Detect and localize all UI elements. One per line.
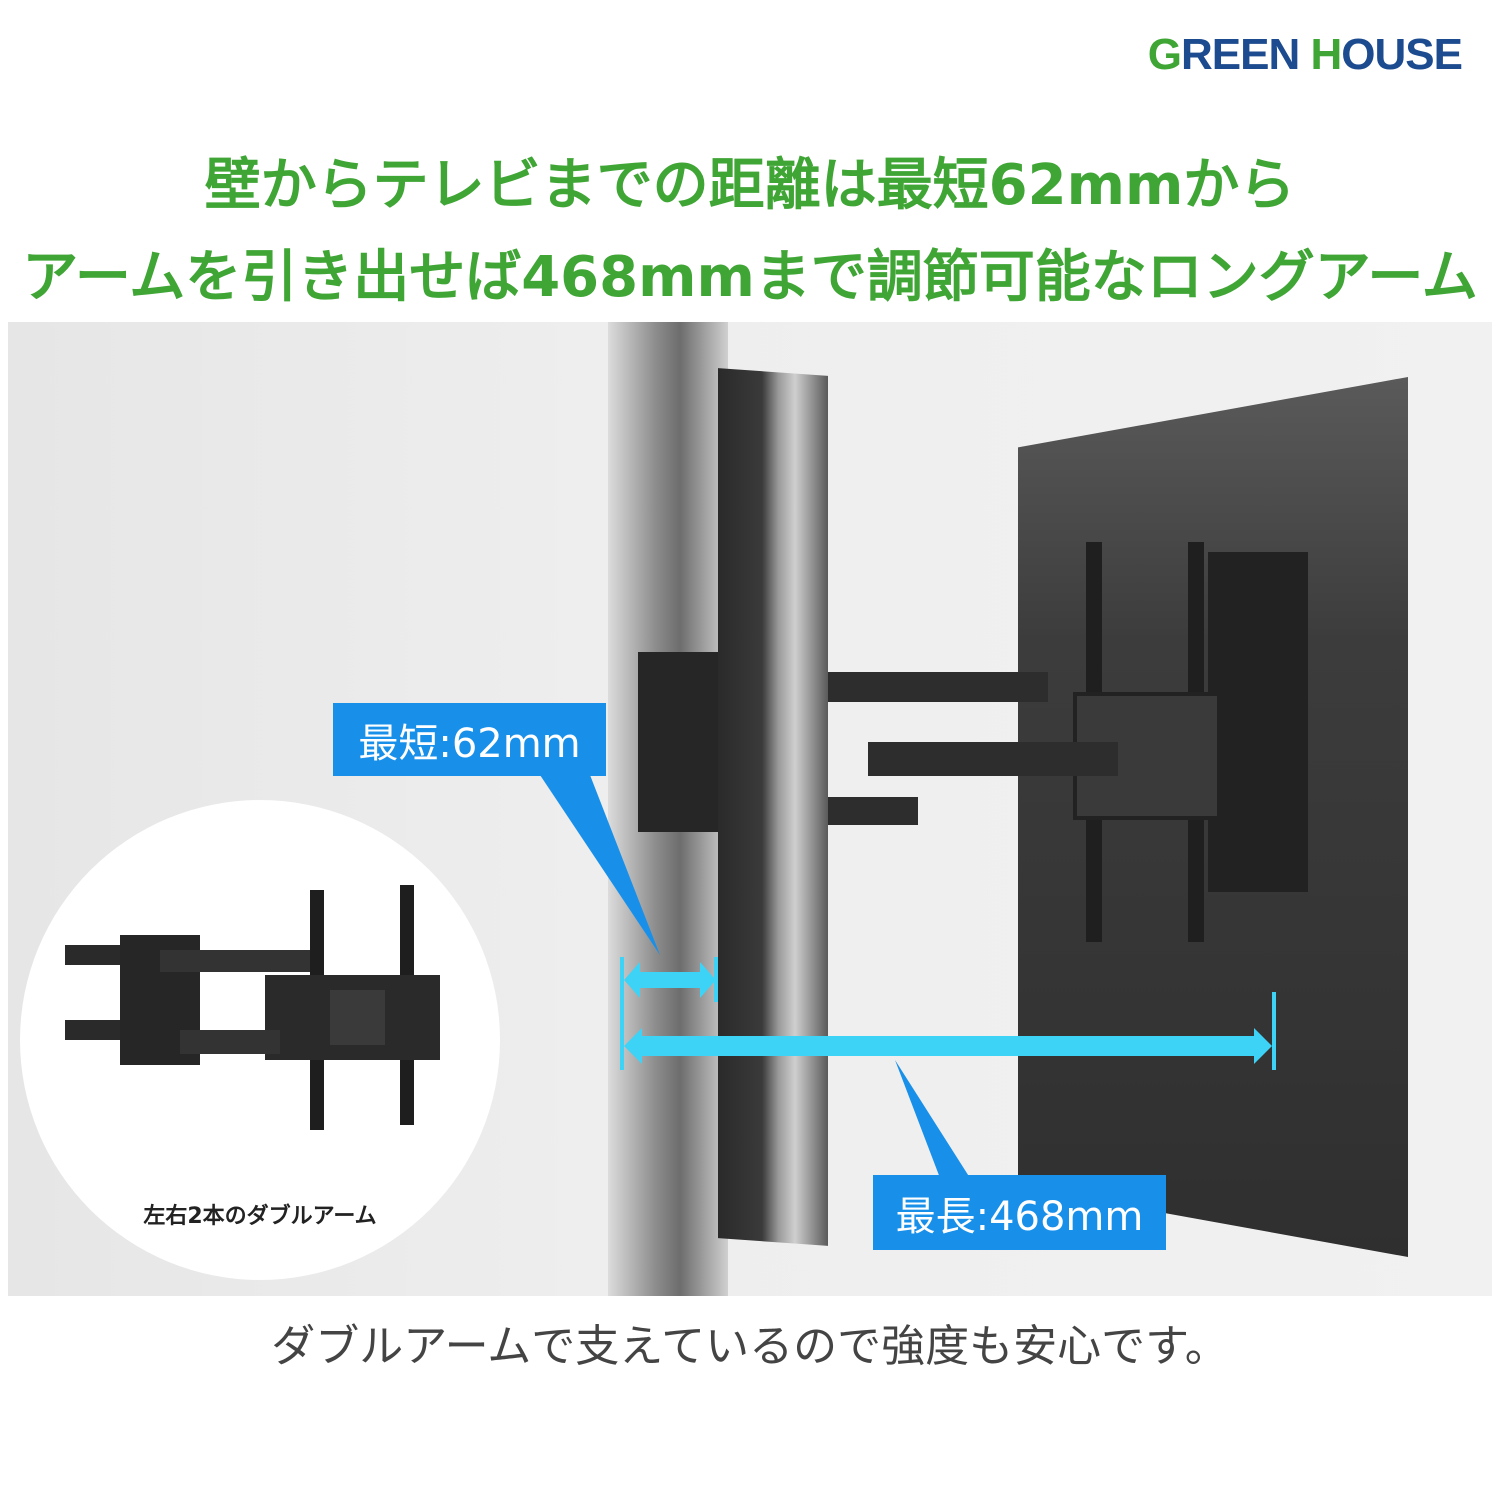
double-arm-mount-image [65,885,440,1130]
footer-text: ダブルアームで支えているので強度も安心です。 [271,1321,1229,1372]
long-measure-arrow-icon [624,1028,1272,1064]
arm-segment-middle [868,742,1118,776]
logo-h: H [1310,30,1343,79]
short-callout-leader [540,775,660,955]
shortest-distance-callout: 最短:62mm [333,703,606,776]
headline-line-1: 壁からテレビまでの距離は最短62mmから [204,153,1296,218]
logo-reen: REEN [1181,30,1311,79]
tv-io-panel [1208,552,1308,892]
greenhouse-logo: GREEN HOUSE [1147,30,1463,80]
short-measure-arrow-icon [624,962,716,998]
headline-line-2: アームを引き出せば468mmまで調節可能なロングアーム [22,245,1478,310]
wall-mount-plate [638,652,718,832]
arm-segment-upper [818,672,1048,702]
short-measure-tick-right [714,957,718,1002]
longest-distance-callout: 最長:468mm [873,1175,1166,1250]
inset-caption: 左右2本のダブルアーム [143,1204,377,1229]
long-callout-leader [895,1060,970,1178]
long-measure-tick-right [1272,992,1276,1070]
logo-g: G [1147,30,1182,79]
tv-side-retracted [718,368,828,1246]
long-measure-tick-left [620,1000,624,1070]
short-measure-tick-left [620,957,624,1002]
arm-segment-lower [828,797,918,825]
logo-ouse: OUSE [1341,30,1463,79]
